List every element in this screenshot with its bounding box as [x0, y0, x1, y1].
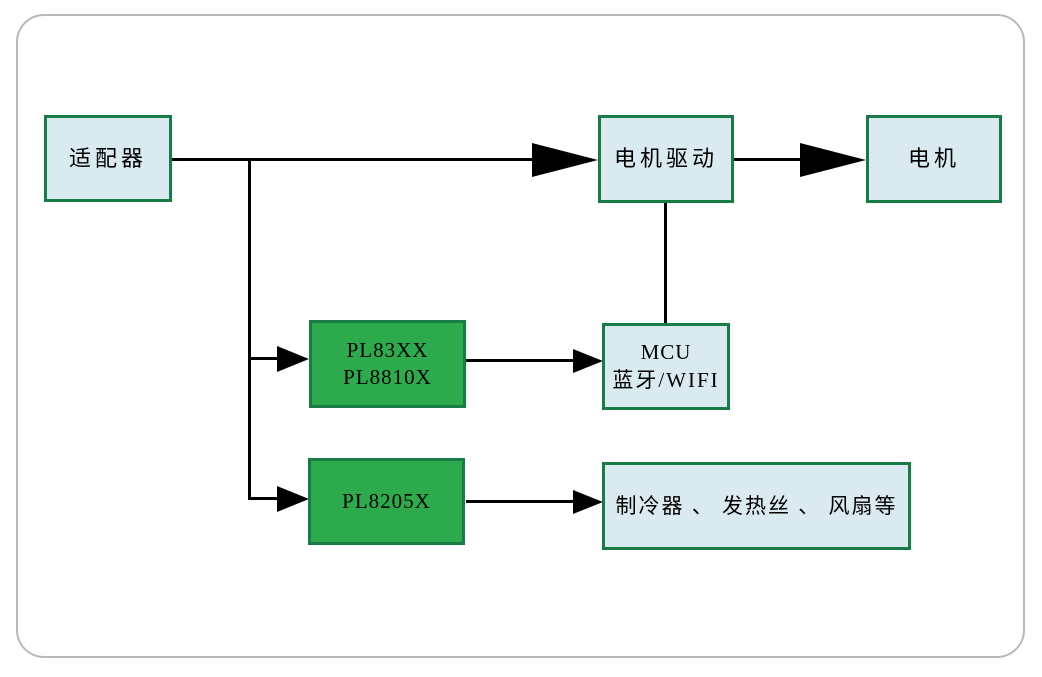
adapter-label: 适配器	[68, 145, 147, 171]
mcu-label-line2: 蓝牙/WIFI	[612, 368, 720, 392]
connector-branch-vertical	[248, 158, 251, 500]
loads-box: 制冷器 、 发热丝 、 风扇等	[602, 462, 911, 550]
loads-label: 制冷器 、 发热丝 、 风扇等	[615, 494, 898, 518]
connector-motor-drive-to-mcu	[664, 203, 667, 324]
mcu-box: MCU 蓝牙/WIFI	[602, 323, 730, 410]
pl8205x-label: PL8205X	[342, 489, 431, 513]
arrowhead-into-mcu	[573, 349, 603, 373]
arrowhead-into-pl8205x	[277, 486, 309, 512]
connector-adapter-to-motor-drive	[172, 158, 532, 161]
motor-label: 电机	[907, 146, 960, 171]
motor-drive-box: 电机驱动	[598, 115, 734, 203]
motor-drive-label: 电机驱动	[613, 146, 718, 171]
connector-branch-to-pl8205x	[249, 497, 278, 500]
arrowhead-into-loads	[573, 490, 603, 514]
connector-pl8205x-to-loads	[466, 500, 574, 503]
connector-motor-drive-to-motor	[733, 158, 802, 161]
pl83xx-label-line1: PL83XX	[346, 338, 429, 362]
adapter-box: 适配器	[44, 115, 172, 202]
connector-branch-to-pl83xx	[249, 357, 278, 360]
pl8205x-box: PL8205X	[308, 458, 465, 545]
connector-pl83xx-to-mcu	[466, 359, 574, 362]
motor-box: 电机	[866, 115, 1002, 203]
pl83xx-label-line2: PL8810X	[343, 365, 432, 389]
arrowhead-into-pl83xx	[277, 346, 309, 372]
diagram-frame	[16, 14, 1025, 658]
arrowhead-into-motor-drive	[532, 143, 598, 177]
arrowhead-into-motor	[800, 143, 866, 177]
mcu-label-line1: MCU	[640, 340, 692, 364]
pl83xx-box: PL83XX PL8810X	[309, 320, 466, 408]
